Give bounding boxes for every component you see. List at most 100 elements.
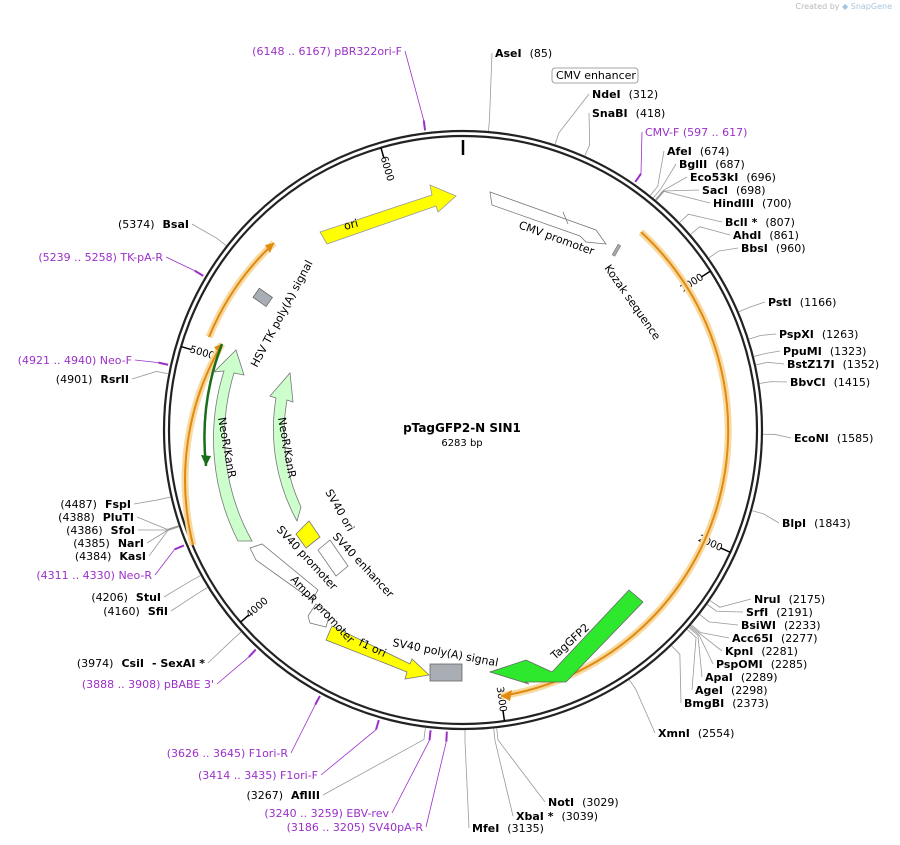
site-label: (3267)AflIII — [246, 789, 320, 802]
site-connector — [655, 189, 700, 201]
site-connector — [689, 626, 714, 665]
site-connector — [753, 350, 781, 357]
site-label: SnaBI(418) — [592, 107, 665, 120]
label-hsv-tk-polya: HSV TK poly(A) signal — [248, 258, 315, 369]
site-connector — [690, 625, 723, 652]
site-label: (4385)NarI — [73, 537, 144, 550]
feature-cmv-promoter — [489, 191, 607, 245]
primer-label: (3626 .. 3645) F1ori-R — [167, 747, 289, 760]
site-label: KpnI(2281) — [725, 645, 798, 658]
feature-hsv-tk-polya — [252, 287, 273, 308]
site-label: PstI(1166) — [768, 296, 836, 309]
site-label: AgeI(2298) — [695, 684, 768, 697]
site-connector — [584, 112, 591, 156]
site-connector — [649, 150, 665, 196]
orf-arcs — [181, 229, 732, 701]
feature-neor-outer — [212, 349, 253, 542]
primer-mark — [158, 361, 169, 366]
site-label: SacI(698) — [702, 184, 766, 197]
primer-connector — [320, 729, 377, 776]
site-label: (4160)SfiI — [103, 605, 168, 618]
primer-connector — [425, 741, 447, 828]
snapgene-logo-icon: ◆ — [842, 2, 849, 11]
primer-connector — [165, 256, 195, 272]
feature-ori — [319, 184, 457, 245]
credit-brand: SnapGene — [850, 2, 892, 11]
site-connector — [191, 223, 227, 246]
primer-label: (3888 .. 3908) pBABE 3' — [82, 678, 214, 691]
primer-label: CMV-F (597 .. 617) — [645, 126, 747, 139]
tick-mark — [502, 710, 506, 722]
site-label: Eco53kI(696) — [690, 171, 776, 184]
site-label: XbaI *(3039) — [516, 810, 598, 823]
site-connector — [762, 433, 792, 439]
site-connector — [690, 226, 731, 236]
tick-mark — [239, 614, 250, 623]
plasmid-name: pTagGFP2-N SIN1 — [403, 421, 521, 435]
site-connector — [148, 526, 180, 557]
site-connector — [207, 631, 242, 664]
site-label: AseI(85) — [495, 47, 552, 60]
primer-label: (4921 .. 4940) Neo-F — [18, 354, 132, 367]
primer-mark — [375, 719, 380, 730]
site-connector — [131, 371, 169, 380]
tick-mark — [700, 270, 711, 278]
label-kozak: Kozak sequence — [602, 262, 664, 342]
primer-connector — [404, 50, 425, 121]
site-label: NdeI(312) — [592, 88, 658, 101]
site-label: BglII(687) — [679, 158, 745, 171]
primer-mark — [174, 544, 185, 551]
site-label: ApaI(2289) — [705, 671, 777, 684]
primer-label: (4311 .. 4330) Neo-R — [36, 569, 152, 582]
site-connector — [751, 510, 780, 524]
primer-label: (3186 .. 3205) SV40pA-R — [287, 821, 424, 834]
site-connector — [464, 729, 470, 829]
site-connector — [755, 361, 785, 366]
primer-marks — [134, 50, 643, 828]
site-connector — [655, 190, 711, 204]
site-connector — [628, 679, 656, 734]
site-connector — [699, 614, 739, 626]
snapgene-credit: Created by ◆ SnapGene — [795, 2, 892, 11]
site-label: PspOMI(2285) — [716, 658, 807, 671]
primer-connector — [640, 131, 643, 174]
tick-label: 4000 — [244, 596, 270, 621]
site-label: (5374)BsaI — [118, 218, 189, 231]
site-label: AhdI(861) — [733, 229, 799, 242]
primer-mark — [445, 731, 448, 742]
site-connector — [146, 526, 180, 544]
tick-mark — [720, 547, 731, 554]
primer-label: (5239 .. 5258) TK-pA-R — [38, 251, 163, 264]
site-label: BstZ17I(1352) — [787, 358, 879, 371]
site-connector — [554, 93, 590, 145]
primer-mark — [634, 173, 642, 183]
site-connector — [688, 627, 703, 678]
tick-mark — [380, 147, 385, 159]
site-connector — [496, 728, 546, 803]
site-label: (4388)PluTI — [58, 511, 134, 524]
site-connector — [759, 381, 788, 384]
features — [212, 184, 644, 685]
site-label: BclI *(807) — [725, 216, 795, 229]
primer-connector — [134, 359, 159, 363]
site-label: (4487)FspI — [60, 498, 131, 511]
primer-mark — [314, 695, 321, 706]
feature-f1-ori — [325, 625, 430, 680]
site-connector — [652, 163, 677, 199]
primer-mark — [428, 730, 432, 741]
site-label: NotI(3029) — [548, 796, 619, 809]
site-label: SrfI(2191) — [746, 606, 813, 619]
site-connector — [738, 301, 766, 313]
label-ori: ori — [342, 217, 359, 233]
feature-taggfp2 — [488, 589, 644, 685]
site-label: AfeI(674) — [667, 145, 729, 158]
site-connector — [322, 727, 426, 796]
site-connector — [706, 604, 744, 613]
site-connector — [679, 213, 723, 223]
primer-mark — [422, 120, 427, 131]
site-connector — [170, 587, 208, 612]
feature-ampr-promoter — [307, 603, 331, 628]
feature-sv40-polya — [429, 663, 463, 682]
site-connector — [488, 52, 493, 132]
